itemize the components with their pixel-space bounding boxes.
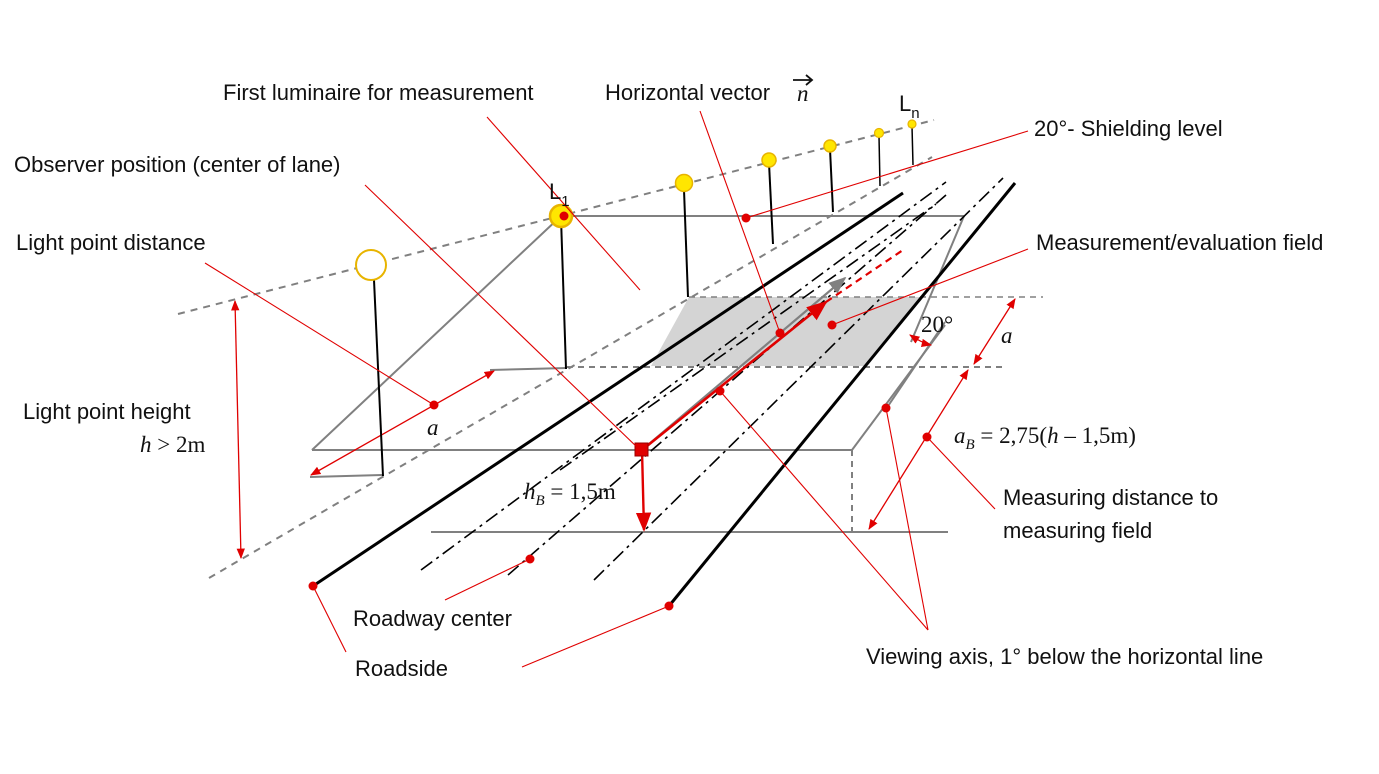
label-a-right: a — [1001, 323, 1013, 348]
dot-horizontal-vector — [775, 328, 785, 338]
dot-light-point-distance — [429, 400, 439, 410]
label-measurement-field: Measurement/evaluation field — [1036, 230, 1323, 255]
distance-bracket-left — [309, 474, 384, 478]
dot-shielding — [741, 213, 751, 223]
horizontal-vector-extension — [825, 249, 904, 303]
label-a-left: a — [427, 415, 439, 440]
dot-first-luminaire — [559, 211, 569, 221]
label-measuring-distance-1: Measuring distance to — [1003, 485, 1218, 510]
pole-1 — [560, 217, 567, 370]
label-aB-formula: aB = 2,75(h – 1,5m) — [954, 423, 1136, 453]
leader-viewing-axis-2 — [885, 407, 929, 631]
lane-line-3 — [593, 177, 1004, 581]
pole-4 — [829, 148, 834, 213]
lane-line-1 — [420, 181, 947, 571]
roadside-right — [667, 182, 1017, 607]
label-light-point-distance: Light point distance — [16, 230, 206, 255]
luminaire-n — [907, 119, 917, 129]
dot-roadside-left — [308, 581, 318, 591]
luminaire-4 — [823, 139, 837, 153]
pole-5 — [878, 135, 881, 187]
light-point-height-arrow — [231, 299, 245, 560]
label-observer: Observer position (center of lane) — [14, 152, 341, 177]
leader-viewing-axis-1 — [719, 390, 929, 631]
dot-roadside-right — [664, 601, 674, 611]
leader-roadside-right — [521, 605, 670, 668]
dot-viewing-axis-2 — [881, 403, 891, 413]
label-vector-n: n — [797, 81, 809, 106]
label-horizontal-vector: Horizontal vector — [605, 80, 770, 105]
leader-horizontal-vector — [699, 110, 781, 334]
label-h-condition: h > 2m — [140, 432, 205, 457]
pole-2 — [683, 189, 689, 298]
lane-line-4 — [559, 203, 937, 471]
leader-roadside-left — [312, 585, 347, 653]
leader-light-point-distance — [204, 262, 435, 406]
measuring-distance-arrow — [868, 369, 969, 530]
observer-marker — [634, 442, 649, 457]
label-light-point-height: Light point height — [23, 399, 191, 424]
leader-measurement-field — [831, 248, 1029, 326]
observer-height-arrow — [635, 449, 652, 532]
leader-first-luminaire — [486, 116, 641, 291]
light-point-distance-arrow — [310, 370, 495, 476]
a-right-arrow — [973, 298, 1016, 365]
leader-measuring-distance — [926, 436, 996, 510]
horizontal-vector-arrow — [641, 300, 828, 452]
label-Ln: Ln — [899, 91, 920, 122]
pole-0 — [373, 279, 384, 477]
luminaire-3 — [761, 152, 777, 168]
angle-20-arc — [909, 334, 933, 348]
dot-roadway-center — [525, 554, 535, 564]
luminaire-unlit — [355, 249, 387, 281]
leader-roadway-center — [444, 558, 531, 601]
label-shielding: 20°- Shielding level — [1034, 116, 1223, 141]
label-L1: L1 — [549, 179, 570, 210]
label-roadway-center: Roadway center — [353, 606, 512, 631]
leader-observer — [364, 184, 641, 451]
pole-3 — [768, 162, 774, 245]
vector-arrow-icon — [793, 74, 814, 86]
distance-bracket-right — [489, 367, 568, 371]
roadside-left — [312, 191, 904, 588]
label-roadside: Roadside — [355, 656, 448, 681]
label-measuring-distance-2: measuring field — [1003, 518, 1152, 543]
label-hB-formula: hB = 1,5m — [524, 479, 616, 509]
dot-measuring-distance — [922, 432, 932, 442]
leader-shielding — [745, 130, 1029, 219]
label-first-luminaire: First luminaire for measurement — [223, 80, 534, 105]
luminaire-5 — [873, 127, 885, 139]
label-angle-20: 20° — [921, 312, 953, 337]
dot-measurement-field — [827, 320, 837, 330]
label-viewing-axis: Viewing axis, 1° below the horizontal li… — [866, 644, 1263, 669]
luminaire-2 — [674, 173, 694, 193]
dot-viewing-axis-1 — [715, 386, 725, 396]
shielding-line — [208, 156, 933, 579]
pole-6 — [911, 125, 914, 166]
roadway-center-line — [507, 194, 947, 576]
